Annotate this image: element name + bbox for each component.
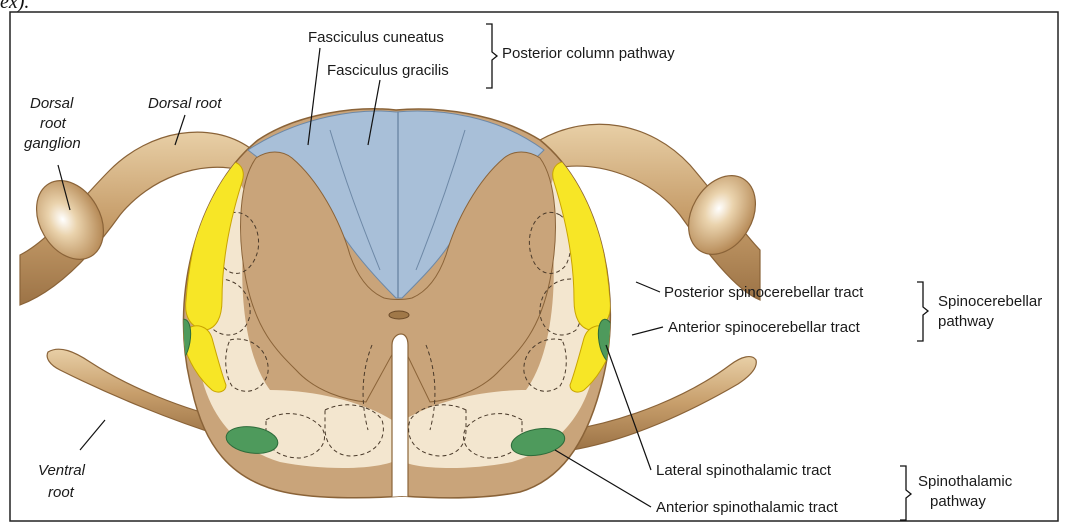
- label-spinocerebellar-pathway: Spinocerebellar pathway: [938, 293, 1046, 330]
- label-posterior-column-pathway: Posterior column pathway: [502, 45, 675, 62]
- label-fasciculus-cuneatus: Fasciculus cuneatus: [308, 29, 444, 46]
- label-spinothalamic-pathway-line1: Spinothalamic: [918, 473, 1013, 490]
- label-lateral-spinothalamic-tract: Lateral spinothalamic tract: [656, 462, 832, 479]
- label-dorsal-root: Dorsal root: [148, 95, 222, 112]
- label-dorsal-root-ganglion-line1: Dorsal: [30, 95, 74, 112]
- label-spinocerebellar-pathway-line2: pathway: [938, 313, 994, 330]
- central-canal: [389, 311, 409, 319]
- label-fasciculus-gracilis: Fasciculus gracilis: [327, 62, 449, 79]
- label-dorsal-root-ganglion-line2: root: [40, 115, 67, 132]
- label-spinothalamic-pathway: Spinothalamic pathway: [918, 473, 1016, 510]
- label-spinocerebellar-pathway-line1: Spinocerebellar: [938, 293, 1042, 310]
- label-ventral-root-line2: root: [48, 484, 75, 501]
- label-dorsal-root-ganglion-line3: ganglion: [24, 135, 81, 152]
- anterior-median-fissure: [392, 334, 408, 500]
- label-posterior-spinocerebellar-tract: Posterior spinocerebellar tract: [664, 284, 864, 301]
- label-anterior-spinocerebellar-tract: Anterior spinocerebellar tract: [668, 319, 861, 336]
- label-ventral-root: Ventral root: [38, 462, 89, 501]
- label-ventral-root-line1: Ventral: [38, 462, 86, 479]
- top-text-fragment: ex).: [0, 0, 29, 13]
- label-spinothalamic-pathway-line2: pathway: [930, 493, 986, 510]
- label-dorsal-root-ganglion: Dorsal root ganglion: [24, 95, 81, 152]
- label-anterior-spinothalamic-tract: Anterior spinothalamic tract: [656, 499, 839, 516]
